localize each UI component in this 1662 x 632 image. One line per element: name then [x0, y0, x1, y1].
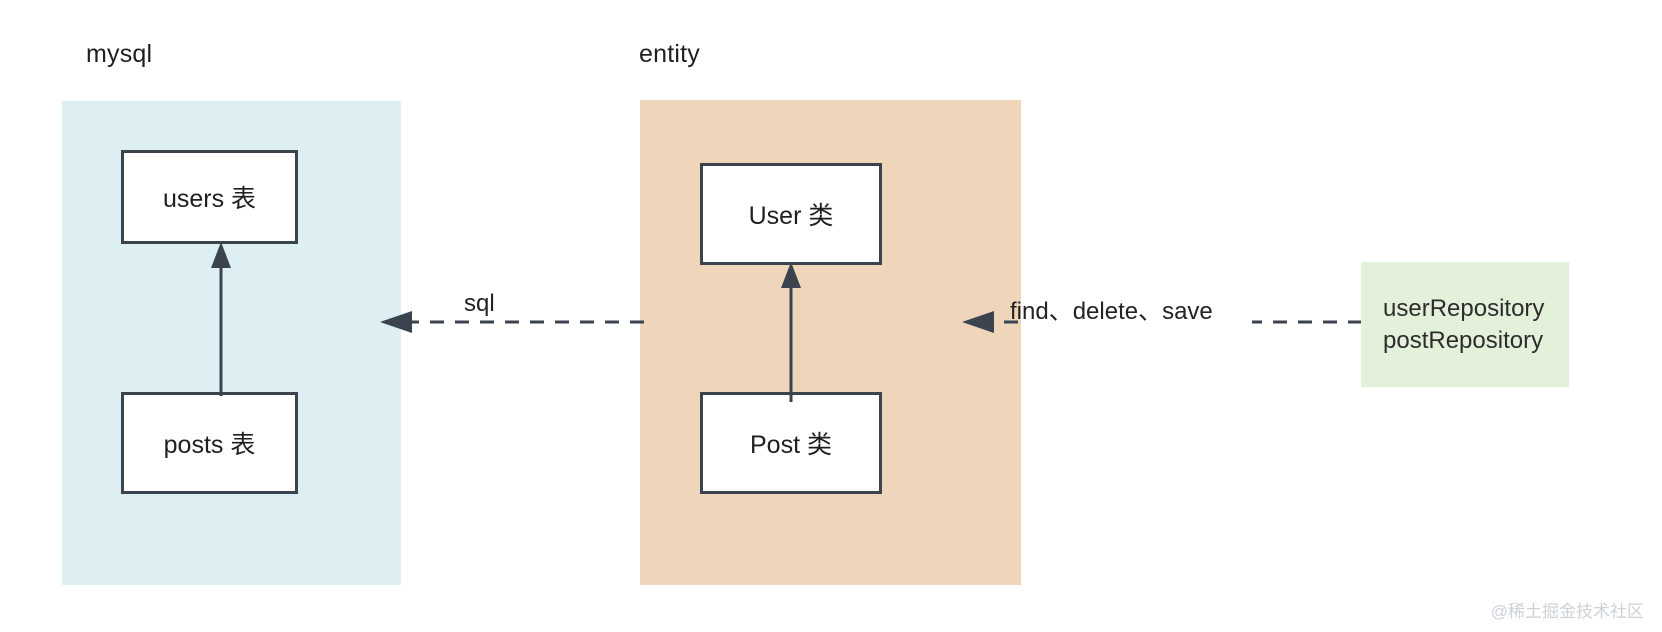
node-user-class-label: User 类 [748, 202, 834, 230]
edge-label-crud: find、delete、save [1010, 298, 1213, 325]
node-users-table[interactable]: users 表 [121, 150, 298, 244]
repository-line-post: postRepository [1383, 326, 1544, 354]
connector-crud-head [960, 306, 1020, 338]
connector-posts-to-users [200, 238, 242, 398]
connector-crud-tail [1252, 306, 1364, 338]
connector-post-to-user [770, 258, 812, 404]
node-user-class[interactable]: User 类 [700, 163, 882, 265]
connector-sql [378, 306, 644, 338]
watermark: @稀土掘金技术社区 [1490, 602, 1644, 621]
node-post-class-label: Post 类 [750, 431, 832, 459]
node-users-table-label: users 表 [162, 185, 257, 213]
group-label-mysql: mysql [86, 40, 153, 68]
repository-line-user: userRepository [1383, 294, 1545, 322]
node-post-class[interactable]: Post 类 [700, 392, 882, 494]
node-posts-table-label: posts 表 [163, 431, 256, 459]
node-posts-table[interactable]: posts 表 [121, 392, 298, 494]
node-repository-block[interactable]: userRepository postRepository [1361, 262, 1569, 387]
edge-label-sql: sql [464, 290, 495, 317]
group-label-entity: entity [639, 40, 700, 68]
